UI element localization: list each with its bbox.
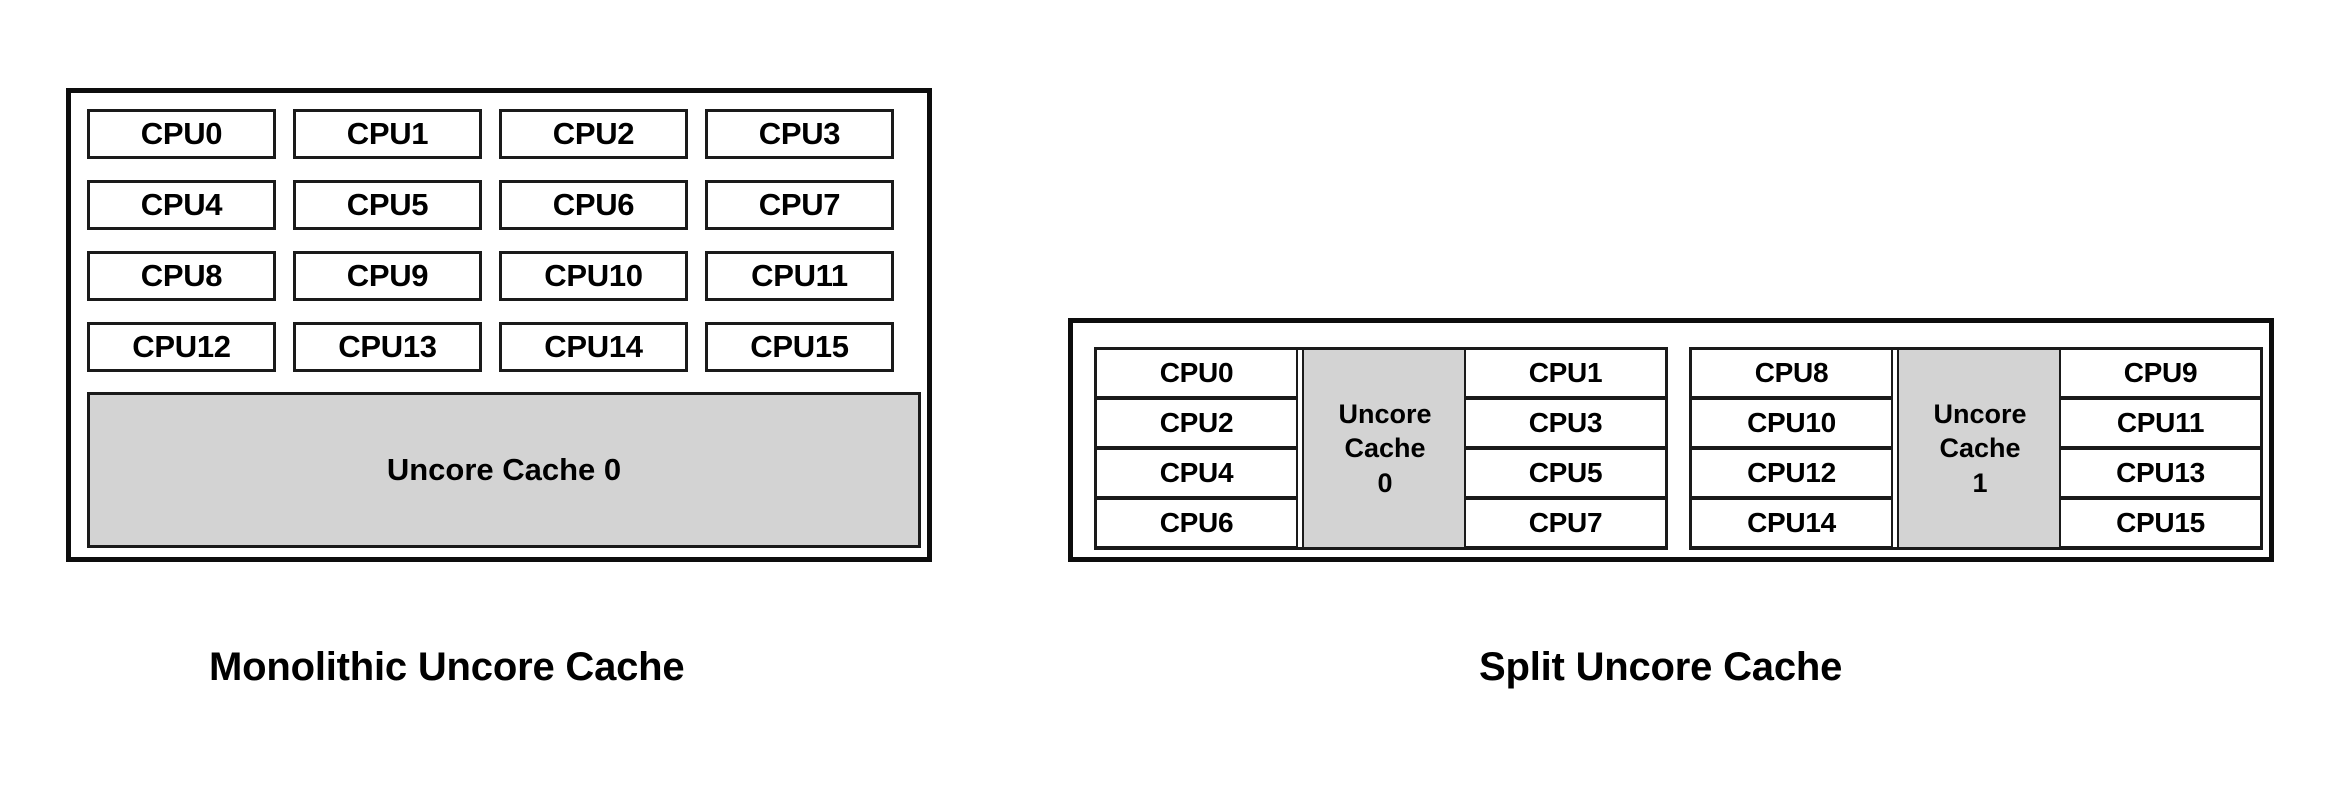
cpu-box: CPU1 — [293, 109, 482, 159]
uncore-cache-label-line: Uncore — [1338, 398, 1432, 429]
uncore-cache-label-line: Uncore — [1933, 398, 2027, 429]
cpu-box: CPU0 — [87, 109, 276, 159]
monolithic-package-frame: CPU0 CPU1 CPU2 CPU3 CPU4 CPU5 CPU6 CPU7 … — [66, 88, 932, 562]
cpu-box: CPU10 — [1690, 398, 1893, 448]
cache-cluster-0: CPU0 CPU2 CPU4 CPU6 Uncore Cache 0 CPU1 … — [1094, 347, 1668, 550]
cpu-box: CPU8 — [1690, 348, 1893, 398]
cpu-box: CPU4 — [87, 180, 276, 230]
cpu-box: CPU14 — [499, 322, 688, 372]
cache-cluster-1: CPU8 CPU10 CPU12 CPU14 Uncore Cache 1 CP… — [1689, 347, 2263, 550]
cpu-box: CPU3 — [1464, 398, 1667, 448]
cpu-box: CPU5 — [293, 180, 482, 230]
split-caption: Split Uncore Cache — [1479, 645, 1843, 689]
cpu-box: CPU10 — [499, 251, 688, 301]
cpu-box: CPU9 — [2059, 348, 2262, 398]
uncore-cache-label-line: 0 — [1377, 467, 1393, 498]
cpu-box: CPU0 — [1095, 348, 1298, 398]
split-package-frame: CPU0 CPU2 CPU4 CPU6 Uncore Cache 0 CPU1 … — [1068, 318, 2274, 562]
cpu-box: CPU13 — [293, 322, 482, 372]
cpu-box: CPU11 — [705, 251, 894, 301]
cpu-box: CPU5 — [1464, 448, 1667, 498]
cpu-box: CPU7 — [705, 180, 894, 230]
cpu-box: CPU12 — [87, 322, 276, 372]
uncore-cache-label-line: Cache — [1344, 433, 1426, 464]
cpu-box: CPU11 — [2059, 398, 2262, 448]
uncore-cache-block: Uncore Cache 0 — [1302, 348, 1468, 549]
cpu-box: CPU6 — [1095, 498, 1298, 548]
uncore-cache-block: Uncore Cache 1 — [1897, 348, 2063, 549]
uncore-cache-label-line: Cache — [1939, 433, 2021, 464]
cpu-box: CPU2 — [499, 109, 688, 159]
cpu-box: CPU15 — [2059, 498, 2262, 548]
cpu-box: CPU14 — [1690, 498, 1893, 548]
cpu-box: CPU4 — [1095, 448, 1298, 498]
cpu-box: CPU3 — [705, 109, 894, 159]
cpu-box: CPU6 — [499, 180, 688, 230]
cpu-box: CPU15 — [705, 322, 894, 372]
cpu-box: CPU8 — [87, 251, 276, 301]
cpu-box: CPU7 — [1464, 498, 1667, 548]
uncore-cache-label-line: 1 — [1972, 467, 1988, 498]
cpu-box: CPU12 — [1690, 448, 1893, 498]
cpu-box: CPU13 — [2059, 448, 2262, 498]
cpu-box: CPU1 — [1464, 348, 1667, 398]
monolithic-caption: Monolithic Uncore Cache — [209, 645, 685, 689]
cpu-box: CPU9 — [293, 251, 482, 301]
cpu-box: CPU2 — [1095, 398, 1298, 448]
uncore-cache-block: Uncore Cache 0 — [87, 392, 921, 548]
